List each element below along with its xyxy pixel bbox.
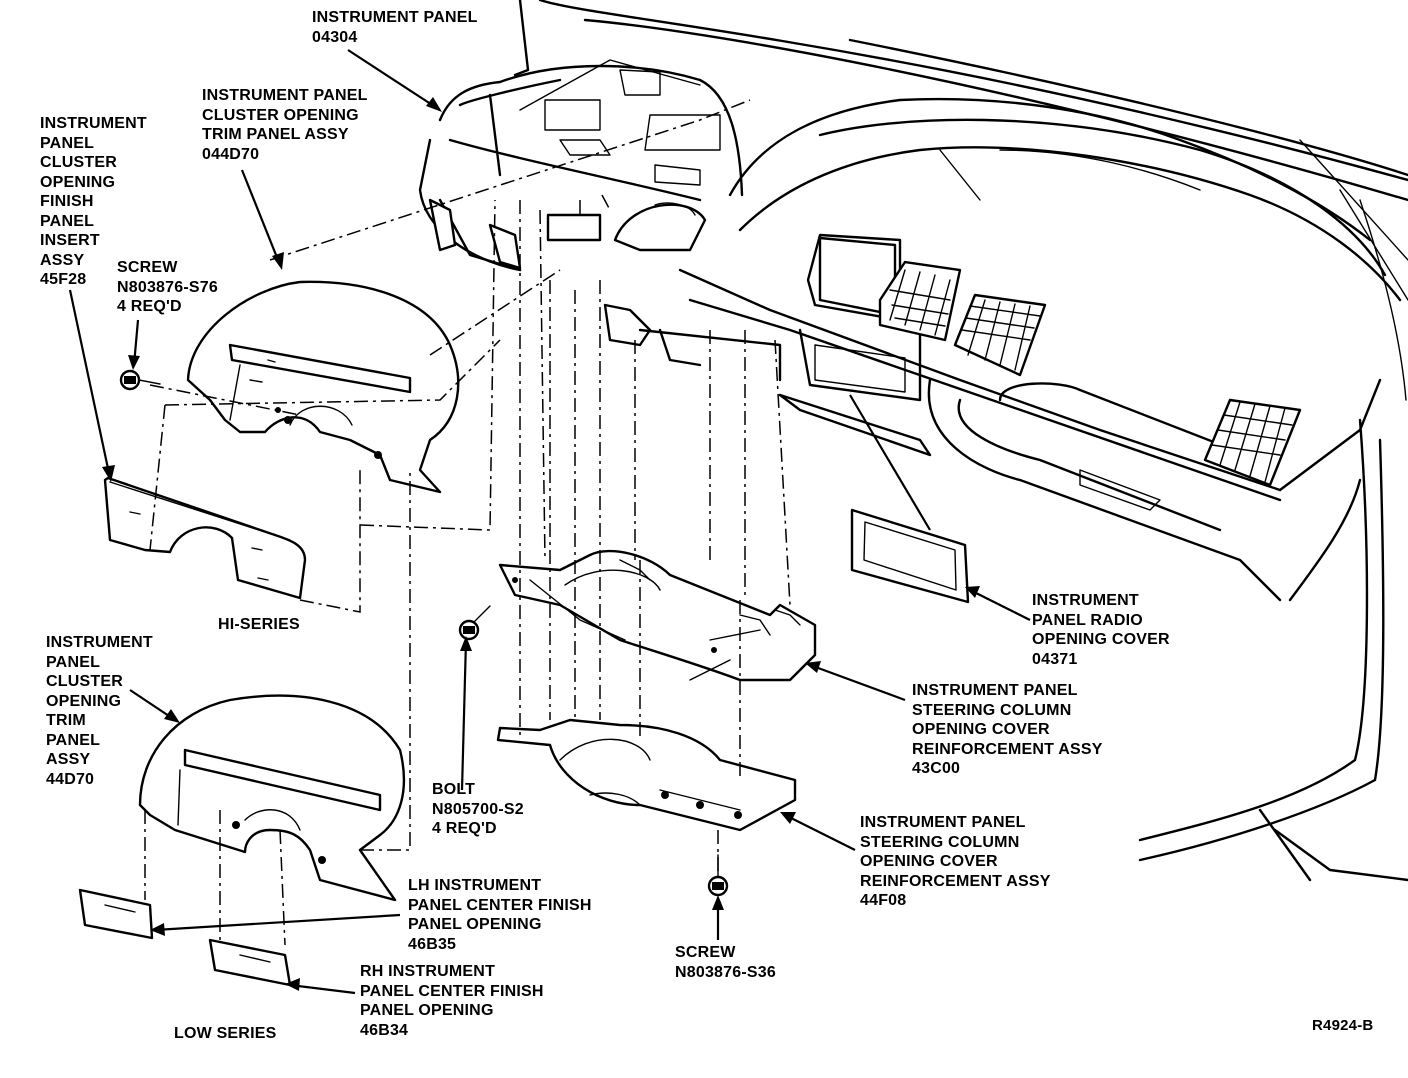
- bolt-fastener: [458, 605, 491, 641]
- label-steering-43c00: INSTRUMENT PANEL STEERING COLUMN OPENING…: [912, 682, 1103, 777]
- label-screw-top: SCREW N803876-S76 4 REQ'D: [117, 259, 218, 315]
- air-vent: [953, 293, 1047, 377]
- rh-finish-panel-opening: [208, 938, 292, 987]
- low-cluster-trim-panel: [138, 694, 406, 902]
- label-radio-cover: INSTRUMENT PANEL RADIO OPENING COVER 043…: [1032, 592, 1170, 668]
- hi-cluster-trim-panel: [186, 280, 460, 494]
- instrument-panel-body: [418, 59, 1408, 882]
- label-low-series: LOW SERIES: [174, 1025, 277, 1042]
- label-finish-insert: INSTRUMENT PANEL CLUSTER OPENING FINISH …: [40, 115, 147, 288]
- air-vent: [878, 260, 962, 342]
- label-rh-finish: RH INSTRUMENT PANEL CENTER FINISH PANEL …: [360, 963, 544, 1039]
- reinforcement-43c00: [498, 549, 817, 682]
- label-cluster-trim-low: INSTRUMENT PANEL CLUSTER OPENING TRIM PA…: [46, 634, 153, 788]
- label-hi-series: HI-SERIES: [218, 616, 300, 633]
- label-cluster-trim-hi: INSTRUMENT PANEL CLUSTER OPENING TRIM PA…: [202, 87, 368, 163]
- screw-fastener: [119, 369, 161, 391]
- leader-lines: [68, 49, 1031, 995]
- lh-finish-panel-opening: [78, 888, 154, 940]
- radio-opening-cover: [850, 508, 970, 604]
- hi-finish-panel-insert: [103, 476, 307, 600]
- label-screw-bottom: SCREW N803876-S36: [675, 944, 776, 981]
- assembly-guide-lines: [144, 99, 791, 946]
- reinforcement-44f08: [496, 718, 797, 832]
- label-instrument-panel: INSTRUMENT PANEL 04304: [312, 9, 478, 46]
- air-vent: [1203, 398, 1302, 487]
- label-lh-finish: LH INSTRUMENT PANEL CENTER FINISH PANEL …: [408, 877, 592, 953]
- label-bolt: BOLT N805700-S2 4 REQ'D: [432, 781, 524, 837]
- label-steering-44f08: INSTRUMENT PANEL STEERING COLUMN OPENING…: [860, 814, 1051, 909]
- figure-id: R4924-B: [1312, 1017, 1374, 1034]
